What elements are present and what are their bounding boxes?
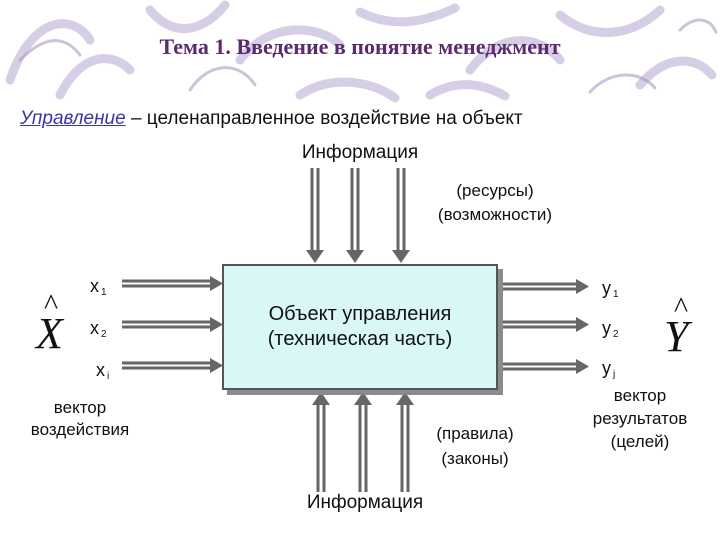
output-arrow-y2 <box>498 317 589 332</box>
bottom-information-label: Информация <box>306 492 424 513</box>
possibilities-label: (возможности) <box>437 205 553 224</box>
page-title: Тема 1. Введение в понятие менеджмент <box>159 34 561 59</box>
bottom-arrow-1 <box>312 392 330 492</box>
x-vector-hat: ^ <box>44 288 59 321</box>
control-object-line1: Объект управления <box>268 303 452 325</box>
bottom-arrow-2 <box>354 392 372 492</box>
output-caption-line3: (целей) <box>610 432 670 451</box>
rules-label: (правила) <box>436 424 514 443</box>
top-arrow-2 <box>346 168 364 263</box>
control-object-label: Объект управления (техническая часть) <box>224 302 496 352</box>
resources-label: (ресурсы) <box>456 181 534 200</box>
bottom-arrow-3 <box>396 392 414 492</box>
definition: Управление – целенаправленное воздействи… <box>20 108 523 130</box>
y-vector-hat: ^ <box>674 291 689 324</box>
input-arrow-x2 <box>122 317 223 332</box>
top-arrow-3 <box>392 168 410 263</box>
control-object-line2: (техническая часть) <box>267 328 453 350</box>
output-arrow-y1 <box>498 279 589 294</box>
output-caption-line2: результатов <box>592 409 688 428</box>
x-vector-symbol: X <box>36 309 63 358</box>
top-arrow-1 <box>306 168 324 263</box>
y-vector-symbol: Y <box>664 312 689 361</box>
input-caption-line1: вектор <box>53 398 107 417</box>
control-object-box: Объект управления (техническая часть) <box>222 264 498 390</box>
definition-text: – целенаправленное воздействие на объект <box>125 108 523 129</box>
top-information-label: Информация <box>301 142 419 163</box>
definition-term: Управление <box>20 108 126 129</box>
decorative-header-swirls <box>5 0 718 103</box>
input-caption-line2: воздействия <box>30 420 130 439</box>
output-caption-line1: вектор <box>613 386 667 405</box>
input-arrow-xi <box>122 358 223 373</box>
laws-label: (законы) <box>441 449 509 468</box>
output-arrow-yj <box>498 359 589 374</box>
input-arrow-x1 <box>122 276 223 291</box>
